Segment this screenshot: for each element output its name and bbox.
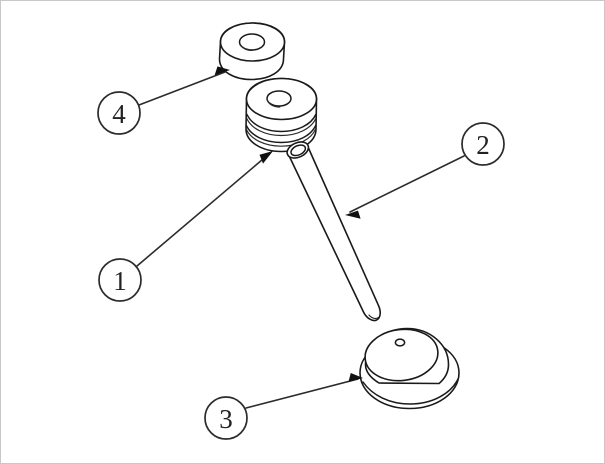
callout-balloon-3[interactable]: 3	[204, 396, 248, 440]
callout-1-circle[interactable]	[98, 258, 142, 302]
leader-line-2	[345, 155, 465, 219]
leader-line-4	[138, 66, 230, 106]
part-3-dome-cap	[359, 327, 460, 410]
part-1-grooved-bushing	[245, 77, 318, 153]
callout-3-label: 3	[219, 404, 233, 434]
callout-balloon-4[interactable]: 4	[97, 91, 141, 135]
callout-4-label: 4	[112, 99, 126, 129]
callout-balloon-2[interactable]: 2	[461, 122, 505, 166]
callout-2-circle[interactable]	[461, 122, 505, 166]
leader-line-3	[245, 373, 363, 409]
callout-4-circle[interactable]	[97, 91, 141, 135]
callout-balloon-1[interactable]: 1	[98, 258, 142, 302]
callout-2-label: 2	[476, 130, 490, 160]
part-4-top-washer	[218, 22, 286, 81]
callout-1-label: 1	[113, 266, 127, 296]
leader-line-1	[136, 151, 273, 267]
part-2-slender-rod	[286, 141, 381, 322]
callout-3-circle[interactable]	[204, 396, 248, 440]
